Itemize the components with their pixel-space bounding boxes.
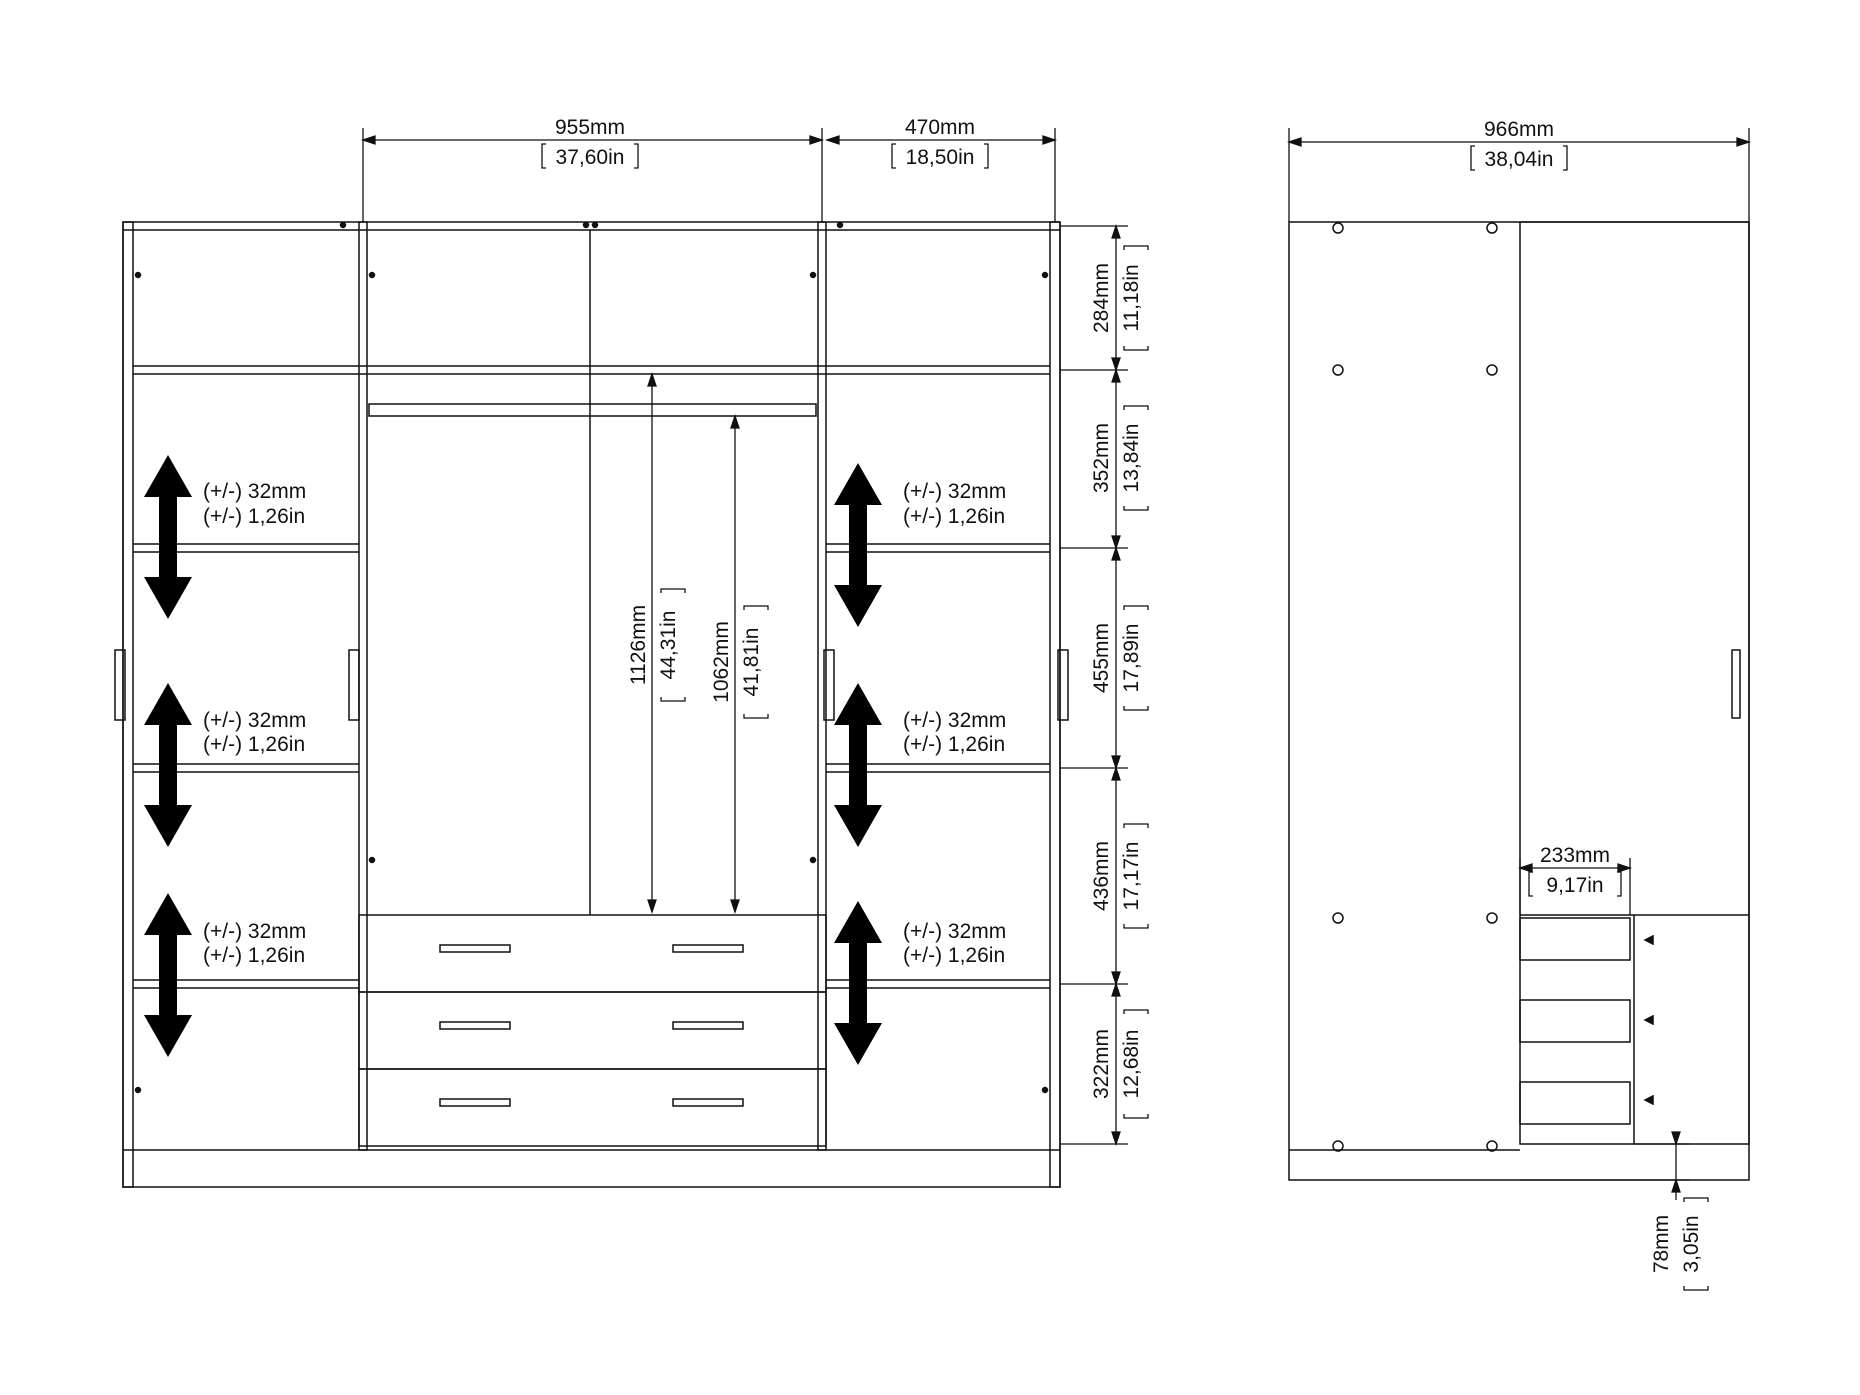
- side-drawer-1: [1519, 917, 1631, 961]
- drawer-handle: [672, 1098, 744, 1107]
- front-view: [114, 221, 1069, 1188]
- hanging-rail: [368, 403, 817, 417]
- adjust-arrow: [834, 683, 882, 847]
- adjust-arrow: [834, 901, 882, 1065]
- adjust-arrow: [144, 893, 192, 1057]
- drawer-depth-mm: 233mm: [1540, 844, 1610, 867]
- front-right-dimension-lines: [1060, 223, 1128, 1147]
- adjust-label-mm: (+/-) 32mm: [203, 480, 306, 503]
- height-436-in: 17,17in: [1120, 842, 1143, 911]
- base-height-dimension-line: [1520, 1131, 1690, 1200]
- inner-height-1062-in: 41,81in: [740, 628, 763, 697]
- width-955-in: 37,60in: [556, 146, 625, 169]
- drawer-handle: [439, 1021, 511, 1030]
- adjust-label-mm: (+/-) 32mm: [903, 709, 1006, 732]
- width-470-mm: 470mm: [905, 116, 975, 139]
- drawer-depth-in: 9,17in: [1546, 874, 1603, 897]
- front-top-dim-texts: 955mm 37,60in 470mm 18,50in: [541, 116, 989, 169]
- shelf-adjust-markers: (+/-) 32mm (+/-) 1,26in (+/-) 32mm (+/-)…: [144, 455, 1006, 1065]
- mid-right-door-handle: [823, 649, 835, 721]
- side-drawer-3: [1519, 1081, 1631, 1125]
- drawer-handle: [439, 1098, 511, 1107]
- adjust-label-in: (+/-) 1,26in: [203, 944, 305, 967]
- side-width-mm: 966mm: [1484, 118, 1554, 141]
- drawer-2: [358, 991, 827, 1070]
- adjust-arrow: [834, 463, 882, 627]
- adjust-arrow: [144, 455, 192, 619]
- height-322-mm: 322mm: [1090, 1029, 1113, 1099]
- right-divider: [817, 221, 827, 1151]
- front-inner-dimension-lines: [647, 371, 740, 915]
- adjust-label-in: (+/-) 1,26in: [903, 944, 1005, 967]
- left-door-edge: [122, 221, 134, 1188]
- side-view: [1288, 221, 1750, 1181]
- adjust-label-mm: (+/-) 32mm: [203, 920, 306, 943]
- mid-left-door-handle: [348, 649, 360, 721]
- left-door-handle: [114, 649, 126, 721]
- side-width-dimension-line: [1286, 128, 1752, 222]
- inner-height-1126-mm: 1126mm: [627, 605, 650, 685]
- height-455-in: 17,89in: [1120, 624, 1143, 693]
- drawer-3: [358, 1068, 827, 1147]
- adjust-label-mm: (+/-) 32mm: [203, 709, 306, 732]
- inner-height-1126-in: 44,31in: [657, 611, 680, 680]
- height-284-in: 11,18in: [1120, 264, 1143, 331]
- adjust-label-in: (+/-) 1,26in: [903, 505, 1005, 528]
- height-352-in: 13,84in: [1120, 424, 1143, 493]
- adjust-label-in: (+/-) 1,26in: [903, 733, 1005, 756]
- drawer-depth-dimension-line: [1517, 858, 1633, 915]
- drawer-handle: [672, 944, 744, 953]
- height-322-in: 12,68in: [1120, 1030, 1143, 1099]
- right-door-handle: [1057, 649, 1069, 721]
- front-inner-dim-texts: 1126mm 44,31in 1062mm 41,81in: [627, 588, 769, 719]
- height-284-mm: 284mm: [1090, 263, 1113, 333]
- width-955-mm: 955mm: [555, 116, 625, 139]
- adjust-arrow: [144, 683, 192, 847]
- inner-height-1062-mm: 1062mm: [710, 621, 733, 703]
- adjust-label-in: (+/-) 1,26in: [203, 733, 305, 756]
- drawer-handle: [672, 1021, 744, 1030]
- height-352-mm: 352mm: [1090, 423, 1113, 493]
- side-panel-outline: [1288, 221, 1750, 1181]
- base-height-in: 3,05in: [1680, 1215, 1703, 1272]
- front-right-dim-texts: 284mm 11,18in 352mm 13,84in 455mm 17,89i…: [1090, 245, 1149, 1119]
- drawer-1: [358, 914, 827, 993]
- front-top-dimension-lines: [360, 128, 1058, 222]
- height-455-mm: 455mm: [1090, 623, 1113, 693]
- adjust-label-in: (+/-) 1,26in: [203, 505, 305, 528]
- height-436-mm: 436mm: [1090, 841, 1113, 911]
- base-height-mm: 78mm: [1650, 1215, 1673, 1273]
- adjust-label-mm: (+/-) 32mm: [903, 480, 1006, 503]
- side-door-handle: [1731, 649, 1741, 719]
- side-width-in: 38,04in: [1485, 148, 1554, 171]
- adjust-label-mm: (+/-) 32mm: [903, 920, 1006, 943]
- drawer-handle: [439, 944, 511, 953]
- width-470-in: 18,50in: [906, 146, 975, 169]
- left-divider: [358, 221, 368, 1151]
- side-drawer-2: [1519, 999, 1631, 1043]
